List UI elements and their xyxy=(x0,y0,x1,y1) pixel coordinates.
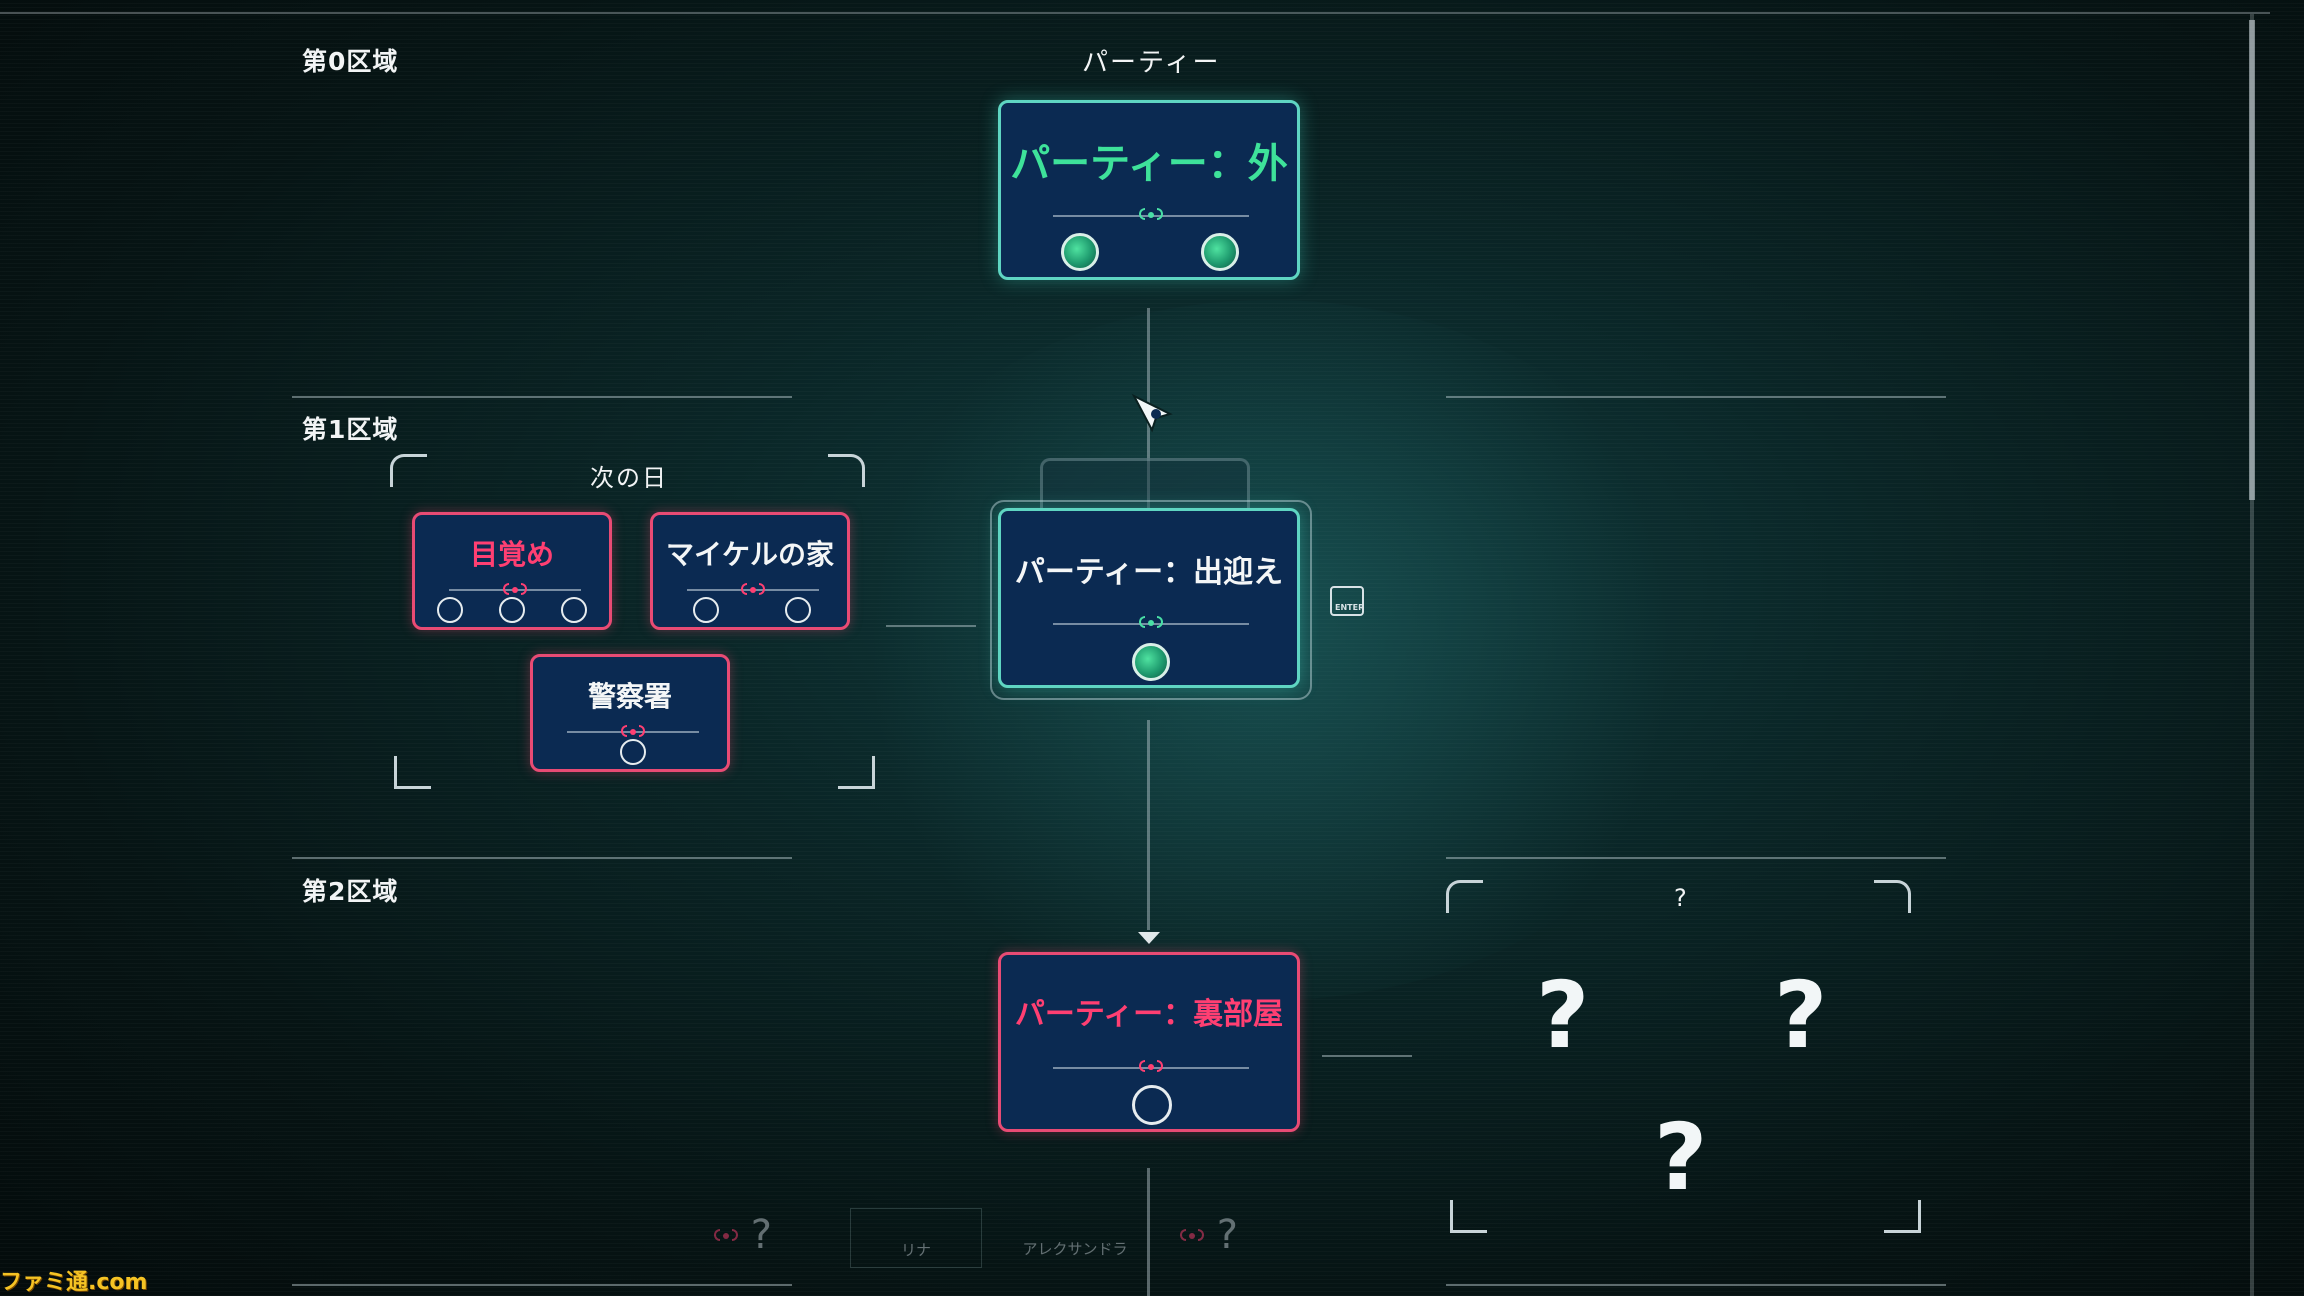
node-michaels-house[interactable]: マイケルの家 xyxy=(650,512,850,630)
zone2-separator-left xyxy=(292,857,792,859)
signal-icon xyxy=(1139,1059,1163,1075)
signal-icon xyxy=(1180,1228,1204,1244)
connector-welcome-left xyxy=(886,625,976,627)
unknown-bracket-br xyxy=(1884,1200,1921,1233)
zone2-separator-right xyxy=(1446,857,1946,859)
bottom-item-label: ? xyxy=(750,1212,772,1258)
zone0-label: 第0区域 xyxy=(302,47,399,76)
node-party-outside[interactable]: パーティー：外 xyxy=(998,100,1300,280)
unknown-node-mark: ? xyxy=(1654,1104,1708,1211)
unknown-bracket-bl xyxy=(1450,1200,1487,1233)
cursor-pointer-icon xyxy=(1131,393,1173,433)
empty-slot-icon xyxy=(561,597,587,623)
bottom-unknown-item: ? xyxy=(714,1212,772,1258)
empty-slot-icon xyxy=(785,597,811,623)
connector-backroom-bottom xyxy=(1147,1168,1150,1296)
bottom-item-label: リナ xyxy=(900,1241,931,1259)
completed-orb-icon xyxy=(1132,643,1170,681)
party-column-title: パーティー xyxy=(1082,48,1221,78)
unknown-bracket-tr xyxy=(1874,880,1911,913)
node-party-backroom[interactable]: パーティー：裏部屋 xyxy=(998,952,1300,1132)
bottom-separator-right xyxy=(1446,1284,1946,1286)
zone1-separator-right xyxy=(1446,396,1946,398)
bottom-character-rina[interactable]: リナ xyxy=(850,1208,982,1268)
unknown-node-mark: ? xyxy=(1536,962,1590,1069)
connector-welcome-to-backroom xyxy=(1147,720,1150,930)
empty-slot-icon xyxy=(1132,1085,1172,1125)
unknown-group-label: ? xyxy=(1674,884,1689,912)
group-bracket-tr xyxy=(828,454,865,487)
empty-slot-icon xyxy=(499,597,525,623)
node-title: 目覚め xyxy=(469,538,554,571)
zone1-label: 第1区域 xyxy=(302,415,399,444)
completed-orb-icon xyxy=(1061,233,1099,271)
empty-slot-icon xyxy=(620,739,646,765)
zone2-label: 第2区域 xyxy=(302,877,399,906)
group-bracket-br xyxy=(838,756,875,789)
arrow-down-icon xyxy=(1138,932,1160,944)
group-bracket-bl xyxy=(394,756,431,789)
signal-icon xyxy=(1139,615,1163,631)
next-day-label: 次の日 xyxy=(590,464,668,492)
node-title: パーティー：外 xyxy=(1010,141,1288,187)
zone1-separator-left xyxy=(292,396,792,398)
completed-orb-icon xyxy=(1201,233,1239,271)
node-party-welcome[interactable]: パーティー：出迎え xyxy=(998,508,1300,688)
bottom-separator-left xyxy=(292,1284,792,1286)
node-title: マイケルの家 xyxy=(665,538,834,571)
node-title: パーティー：出迎え xyxy=(1014,555,1284,590)
connector-backroom-right xyxy=(1322,1055,1412,1057)
node-wake-up[interactable]: 目覚め xyxy=(412,512,612,630)
enter-key-label: ENTER xyxy=(1335,603,1365,612)
unknown-node-mark: ? xyxy=(1774,962,1828,1069)
node-title: パーティー：裏部屋 xyxy=(1014,997,1284,1032)
empty-slot-icon xyxy=(693,597,719,623)
group-bracket-tl xyxy=(390,454,427,487)
watermark-logo: ファミ通.com xyxy=(0,1270,148,1295)
bottom-item-label: ? xyxy=(1216,1212,1238,1258)
bottom-unknown-item: ? xyxy=(1180,1212,1238,1258)
node-title: 警察署 xyxy=(587,680,672,713)
node-police-station[interactable]: 警察署 xyxy=(530,654,730,772)
empty-slot-icon xyxy=(437,597,463,623)
signal-icon xyxy=(503,582,527,598)
signal-icon xyxy=(741,582,765,598)
scrollbar-track[interactable] xyxy=(2250,14,2254,1296)
selection-frame xyxy=(990,500,1312,700)
unknown-bracket-tl xyxy=(1446,880,1483,913)
signal-icon xyxy=(714,1228,738,1244)
signal-icon xyxy=(621,724,645,740)
scrollbar-thumb[interactable] xyxy=(2249,20,2255,500)
top-frame-line xyxy=(0,12,2270,14)
enter-key-icon[interactable]: ENTER xyxy=(1330,586,1364,616)
bottom-item-label: アレクサンドラ xyxy=(1022,1240,1128,1258)
bottom-character-alexandra[interactable]: アレクサンドラ xyxy=(1010,1238,1140,1259)
signal-icon xyxy=(1139,207,1163,223)
